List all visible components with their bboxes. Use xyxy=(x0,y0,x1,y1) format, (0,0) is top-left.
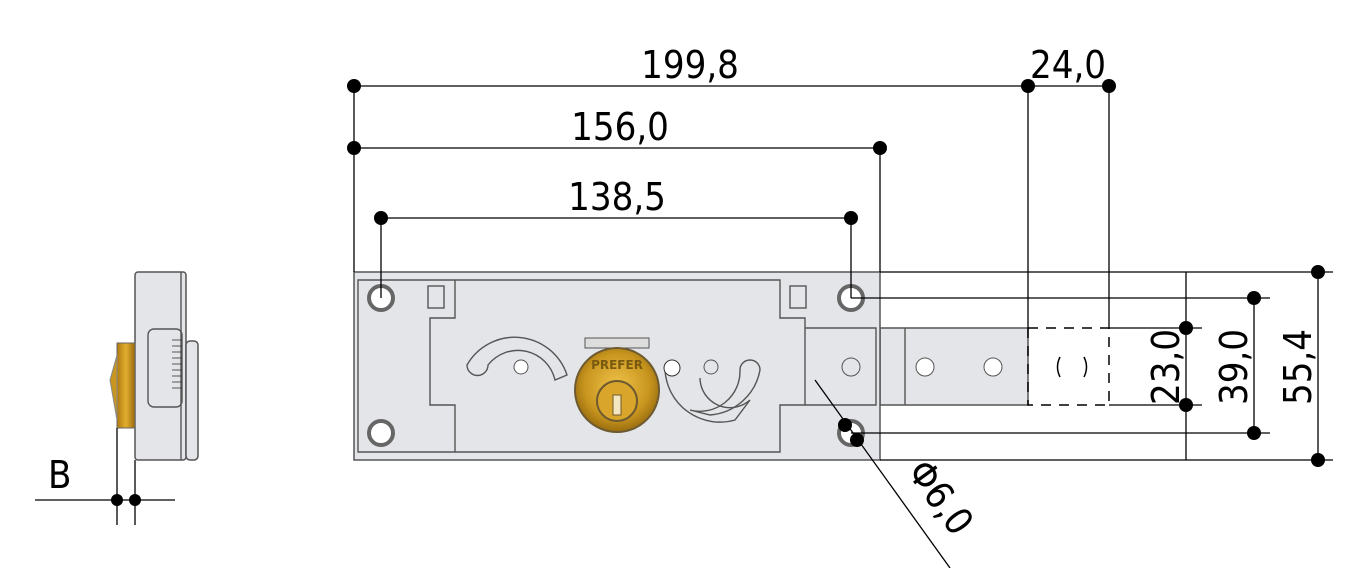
dim-hole-diameter: Φ6,0 xyxy=(899,452,982,544)
side-view: B xyxy=(35,271,199,525)
dim-bolt-height: 23,0 xyxy=(1144,329,1188,405)
cylinder-brand: PREFER xyxy=(591,358,643,372)
dim-hole-spacing: 138,5 xyxy=(568,175,666,219)
cylinder: PREFER xyxy=(574,347,660,433)
dim-overall-length: 199,8 xyxy=(641,43,739,87)
dim-case-height: 55,4 xyxy=(1276,329,1320,405)
backset-label: B xyxy=(48,453,71,497)
dim-bolt-throw: 24,0 xyxy=(1030,43,1106,87)
front-view: PREFER xyxy=(353,271,1029,461)
dimension-lines xyxy=(347,79,1333,568)
dim-hole-vertical-spacing: 39,0 xyxy=(1212,329,1256,405)
dim-case-length: 156,0 xyxy=(571,105,669,149)
